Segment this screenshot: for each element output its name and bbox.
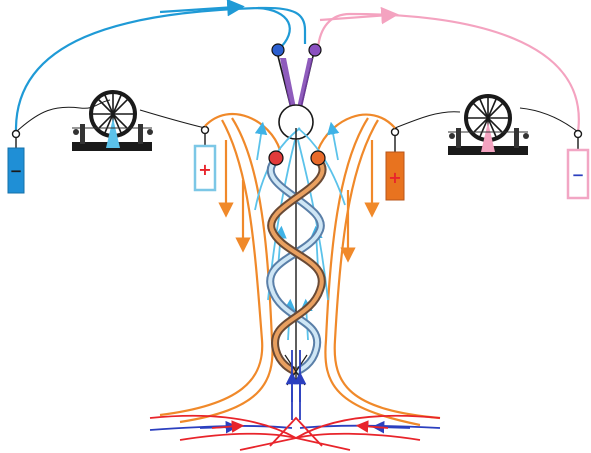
terminal-right-negative-sign: − [572, 166, 585, 184]
terminal-left-positive: + [193, 144, 217, 192]
double-helix-coil-icon [266, 128, 327, 386]
red-ground-lines [149, 414, 441, 451]
spark-ball-right-icon [308, 43, 322, 57]
terminal-right-positive: + [385, 151, 405, 201]
terminal-left-negative: − [7, 147, 25, 194]
terminal-left-negative-sign: − [10, 162, 23, 180]
coil-ball-left-icon [268, 150, 284, 166]
terminal-right-negative: − [566, 148, 590, 200]
top-blue-wire [14, 0, 307, 133]
coil-ball-right-icon [310, 150, 326, 166]
terminal-left-positive-sign: + [198, 160, 211, 179]
top-pink-wire [316, 6, 580, 133]
spark-ball-left-icon [271, 43, 285, 57]
wimshurst-machine-left-icon [72, 90, 153, 151]
terminal-rings [11, 125, 583, 139]
light-blue-flux-lines [254, 121, 346, 341]
spark-gap [271, 43, 322, 140]
wimshurst-machine-right-icon [448, 94, 529, 155]
orange-flux-lines [159, 113, 441, 427]
thin-wires [15, 99, 579, 133]
terminal-right-positive-sign: + [388, 168, 401, 187]
